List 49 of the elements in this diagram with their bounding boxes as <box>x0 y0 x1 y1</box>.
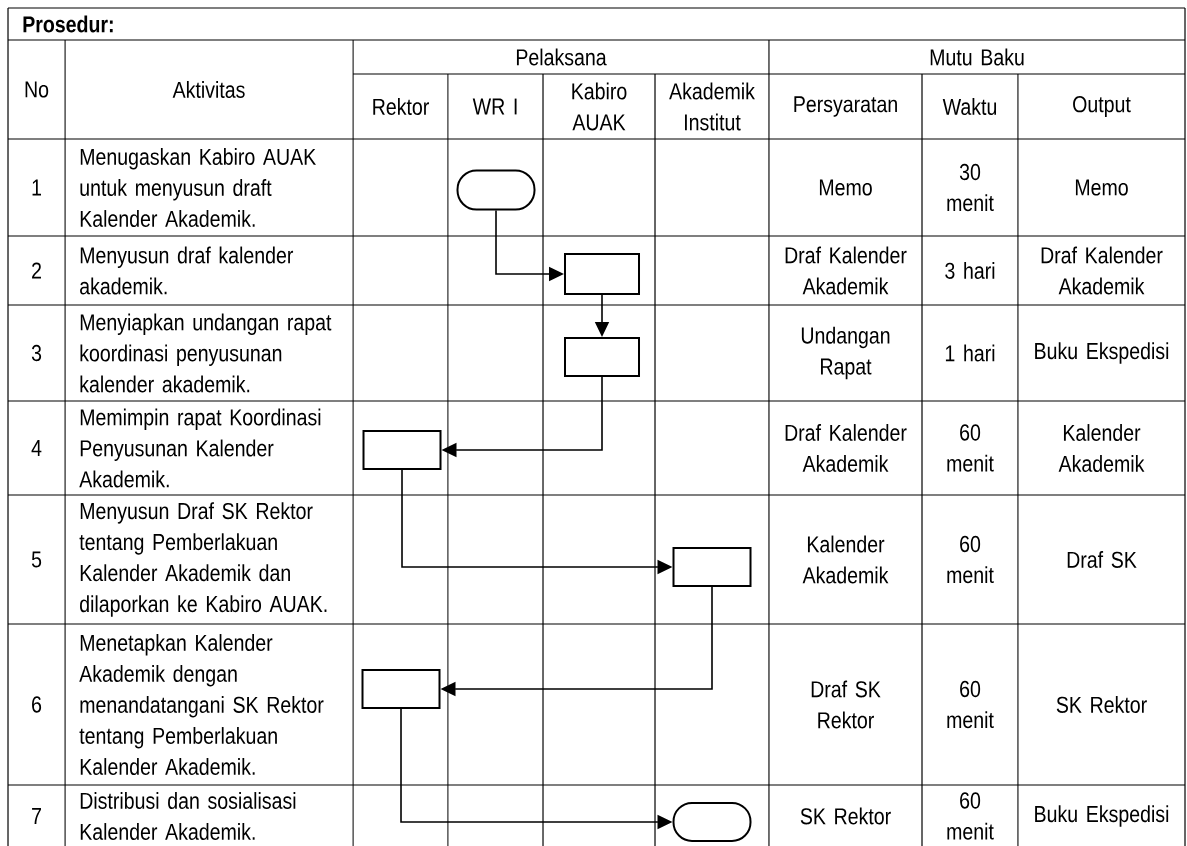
column-header: Akademik Institut <box>669 82 755 131</box>
duration-text: 60 menit <box>947 535 994 584</box>
row-number: 6 <box>32 696 42 713</box>
activity-text: Menyusun Draf SK Rektor tentang Pemberlakuan Kalender Akademik dan dilaporkan ke Kabiro AUAK. <box>79 502 327 617</box>
duration-text: 3 hari <box>945 262 995 279</box>
duration-text: 1 hari <box>945 344 995 362</box>
terminator-shape <box>672 802 752 842</box>
duration-text: 60 menit <box>947 792 994 840</box>
requirement-text: Undangan Rapat <box>801 326 890 380</box>
row-number: 3 <box>31 344 42 362</box>
column-header: Mutu Baku <box>930 48 1024 66</box>
duration-text: 60 menit <box>947 424 994 472</box>
process-box <box>361 669 441 709</box>
output-text: Kalender Akademik <box>1058 424 1145 472</box>
column-header: Aktivitas <box>172 81 245 98</box>
title: Prosedur: <box>23 15 113 33</box>
output-text: Memo <box>1075 179 1128 196</box>
process-box <box>564 253 640 295</box>
requirement-text: Draf SK Rektor <box>811 680 881 729</box>
activity-text: Menugaskan Kabiro AUAK untuk menyusun draft Kalender Akademik. <box>80 148 316 227</box>
terminator-shape <box>456 169 536 211</box>
row-number: 1 <box>32 179 41 196</box>
row-number: 7 <box>32 808 41 824</box>
column-header: Persyaratan <box>794 96 897 117</box>
activity-text: Distribusi dan sosialisasi Kalender Akademik. <box>80 792 296 840</box>
activity-text: Memimpin rapat Koordinasi Penyusunan Kalender Akademik. <box>79 408 321 488</box>
duration-text: 60 menit <box>947 680 994 729</box>
output-text: SK Rektor <box>1056 696 1147 713</box>
output-text: Buku Ekspedisi <box>1035 342 1169 364</box>
process-box <box>564 337 640 377</box>
requirement-text: Draf Kalender Akademik <box>785 424 907 472</box>
column-header: WR I <box>472 98 517 115</box>
row-number: 5 <box>31 551 42 568</box>
column-header: No <box>25 81 49 98</box>
requirement-text: Memo <box>819 179 872 196</box>
process-box <box>672 547 752 587</box>
row-number: 2 <box>32 262 41 279</box>
output-text: Draf SK <box>1067 551 1137 568</box>
column-header: Waktu <box>942 98 997 115</box>
activity-text: Menyusun draf kalender akademik. <box>80 246 294 295</box>
process-box <box>362 430 442 470</box>
column-header: Pelaksana <box>516 48 607 66</box>
row-number: 4 <box>31 440 42 456</box>
output-text: Draf Kalender Akademik <box>1041 246 1163 295</box>
duration-text: 30 menit <box>947 163 994 212</box>
column-header: Kabiro AUAK <box>572 82 627 131</box>
column-header: Output <box>1073 96 1131 117</box>
output-text: Buku Ekspedisi <box>1035 805 1169 827</box>
requirement-text: Draf Kalender Akademik <box>785 246 907 295</box>
